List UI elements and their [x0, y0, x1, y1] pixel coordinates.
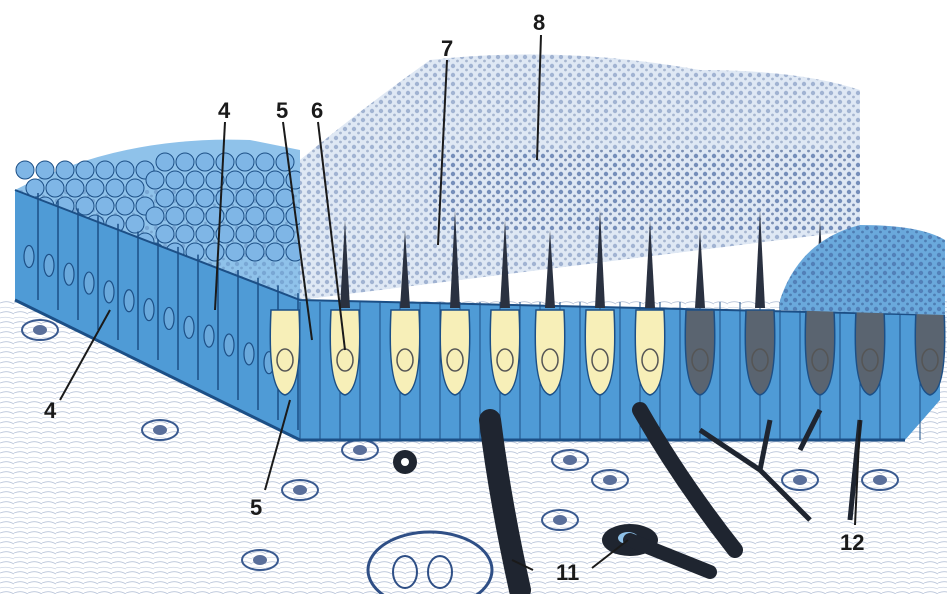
column-nucleus [64, 263, 74, 285]
surface-cell [166, 171, 184, 189]
label-5-bottom: 5 [250, 495, 262, 520]
receptor-cell [440, 310, 469, 395]
stroma-nucleus [153, 425, 167, 435]
surface-cell [76, 161, 94, 179]
surface-cell [146, 207, 164, 225]
surface-cell [186, 207, 204, 225]
surface-cell [196, 153, 214, 171]
receptor-cell [490, 310, 519, 395]
surface-cell [246, 243, 264, 261]
surface-cell [226, 243, 244, 261]
surface-cell [146, 171, 164, 189]
column-nucleus [184, 316, 194, 338]
receptor-cell [585, 310, 614, 395]
surface-cell [156, 189, 174, 207]
surface-cell [236, 225, 254, 243]
column-nucleus [84, 272, 94, 294]
receptor-cell [390, 310, 419, 395]
surface-cell [236, 189, 254, 207]
surface-cell [126, 215, 144, 233]
receptor-cell [330, 310, 359, 395]
receptor-cell [915, 310, 944, 395]
receptor-cell [685, 310, 714, 395]
column-nucleus [244, 343, 254, 365]
surface-cell [166, 207, 184, 225]
column-nucleus [204, 325, 214, 347]
surface-cell [226, 171, 244, 189]
surface-cell [186, 171, 204, 189]
surface-cell [86, 179, 104, 197]
column-nucleus [104, 281, 114, 303]
receptor-cell [535, 310, 564, 395]
stroma-nucleus [793, 475, 807, 485]
surface-cell [236, 153, 254, 171]
column-nucleus [224, 334, 234, 356]
label-6: 6 [311, 98, 323, 123]
surface-cell [266, 243, 284, 261]
surface-cell [276, 153, 294, 171]
column-nucleus [144, 299, 154, 321]
surface-cell [176, 225, 194, 243]
surface-cell [196, 225, 214, 243]
stroma-nucleus [253, 555, 267, 565]
surface-cell [216, 189, 234, 207]
stroma-nucleus [603, 475, 617, 485]
surface-cell [256, 225, 274, 243]
surface-cell [256, 189, 274, 207]
surface-cell [116, 161, 134, 179]
surface-cell [96, 161, 114, 179]
stroma-nucleus [873, 475, 887, 485]
surface-cell [226, 207, 244, 225]
surface-cell [66, 179, 84, 197]
surface-cell [36, 161, 54, 179]
receptor-cell [805, 310, 834, 395]
surface-cell [246, 207, 264, 225]
surface-cell [176, 153, 194, 171]
right-cell-cluster [780, 225, 945, 315]
surface-cell [206, 243, 224, 261]
surface-cell [266, 171, 284, 189]
column-nucleus [44, 254, 54, 276]
stroma-nucleus [563, 455, 577, 465]
label-8: 8 [533, 10, 545, 35]
surface-cell [56, 161, 74, 179]
column-nucleus [24, 246, 34, 268]
receptor-cell [635, 310, 664, 395]
surface-cell [266, 207, 284, 225]
label-4-left: 4 [44, 398, 57, 423]
label-7: 7 [441, 36, 453, 61]
gelatinous-mass [300, 54, 860, 300]
surface-cell [256, 153, 274, 171]
receptor-cell [270, 310, 299, 395]
stroma-nucleus [553, 515, 567, 525]
receptor-cell [855, 310, 884, 395]
surface-cell [176, 189, 194, 207]
stroma-nucleus [353, 445, 367, 455]
surface-cell [156, 153, 174, 171]
stroma-nucleus [293, 485, 307, 495]
surface-cell [196, 189, 214, 207]
surface-cell [96, 197, 114, 215]
surface-cell [46, 179, 64, 197]
label-12: 12 [840, 530, 864, 555]
surface-cell [246, 171, 264, 189]
surface-cell [126, 179, 144, 197]
label-5-top: 5 [276, 98, 288, 123]
stroma-nucleus [33, 325, 47, 335]
surface-cell [16, 161, 34, 179]
label-11: 11 [556, 560, 579, 585]
label-4-top: 4 [218, 98, 231, 123]
surface-cell [276, 225, 294, 243]
surface-cell [106, 179, 124, 197]
surface-cell [216, 153, 234, 171]
surface-cell [116, 197, 134, 215]
column-nucleus [164, 307, 174, 329]
column-nucleus [124, 290, 134, 312]
receptor-cell [745, 310, 774, 395]
